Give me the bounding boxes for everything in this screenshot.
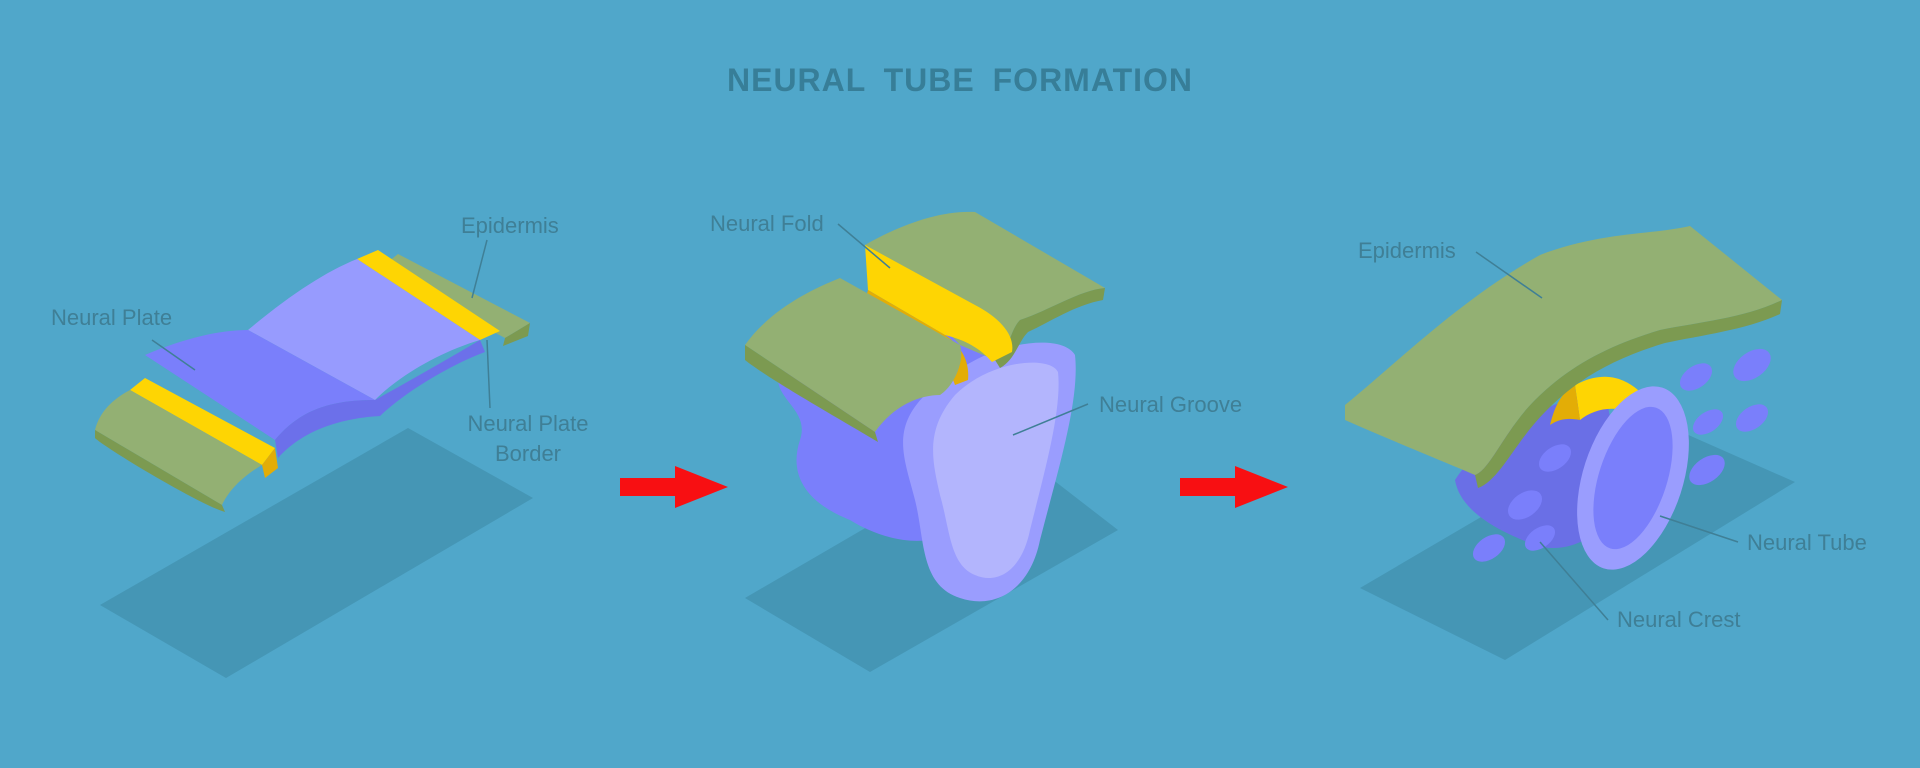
neural-plate-near [145, 330, 375, 440]
arrow-stage-2-to-3 [1180, 466, 1288, 508]
leader-epidermis-3 [1475, 251, 1543, 299]
epidermis-fold-left [745, 278, 962, 432]
label-neural-plate: Neural Plate [51, 305, 173, 330]
neural-tube-stage [1345, 226, 1795, 660]
neural-groove-stage [745, 211, 1118, 672]
leader-neural-tube [1659, 515, 1739, 543]
diagram-title: NEURAL TUBE FORMATION [726, 62, 1193, 98]
leader-neural-groove [1012, 403, 1089, 436]
neural-crest-cell [1538, 444, 1572, 472]
neural-crest-cell [1507, 490, 1543, 520]
epidermis-sheet-edge [1475, 300, 1782, 488]
neural-tube-lumen [1593, 406, 1673, 550]
leader-neural-plate [151, 339, 196, 371]
epidermis-fold-left-edge [745, 345, 878, 442]
epidermis-left [95, 390, 262, 505]
label-neural-crest: Neural Crest [1617, 607, 1741, 632]
neural-crest-cell [1679, 363, 1713, 391]
ground-shadow [100, 428, 533, 678]
epidermis-left-edge [95, 430, 225, 512]
neural-crest-cell [1733, 348, 1771, 382]
neural-crest-cell [1524, 525, 1556, 551]
leader-neural-fold [837, 223, 891, 269]
label-neural-plate-border: Neural Plate Border [452, 409, 604, 469]
neural-plate-border-left-dark [262, 448, 278, 478]
label-neural-groove: Neural Groove [1099, 392, 1243, 417]
neural-crest-cell [1692, 409, 1724, 435]
arrow-stage-1-to-2 [620, 466, 728, 508]
neural-plate-border-left [130, 378, 275, 465]
epidermis-right [378, 254, 530, 338]
red-right-arrow-icon [620, 466, 728, 508]
neural-fold-crest [865, 245, 1013, 362]
neural-crest-cell [1689, 454, 1725, 486]
label-neural-plate-border-line-2: Border [494, 441, 562, 466]
epidermis-sheet [1345, 226, 1782, 475]
leader-epidermis-1 [471, 239, 488, 299]
label-neural-tube: Neural Tube [1747, 530, 1867, 555]
neural-groove-inner [933, 362, 1059, 578]
label-epidermis-stage-1: Epidermis [461, 213, 559, 238]
label-neural-fold: Neural Fold [710, 211, 824, 236]
label-epidermis-stage-3: Epidermis [1358, 238, 1456, 263]
neural-crest-cells [1472, 348, 1771, 562]
epidermis-fold-right [865, 211, 1105, 360]
epidermis-right-edge [503, 323, 530, 346]
neural-crest-cell [1735, 404, 1769, 432]
neural-plate-border-right [357, 250, 500, 340]
epidermis-fold-right-edge [995, 288, 1105, 368]
leader-neural-plate-border [486, 339, 491, 409]
neural-plate-thickness [275, 340, 485, 458]
neural-plate-stage [95, 239, 533, 678]
leader-neural-crest [1539, 541, 1609, 621]
neural-plate-far [248, 259, 480, 400]
neural-plate-border-top-dark [1550, 385, 1580, 425]
label-neural-plate-border-line-1: Neural Plate [467, 411, 589, 436]
neural-crest-cell [1472, 534, 1506, 562]
red-right-arrow-icon [1180, 466, 1288, 508]
